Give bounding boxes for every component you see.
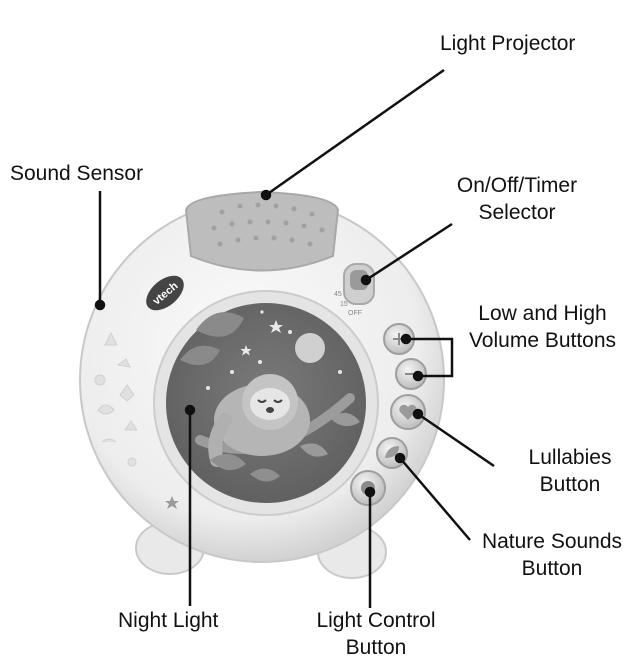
label-night-light: Night Light [118,609,219,632]
heart-icon [399,404,417,420]
lullabies-button[interactable] [390,394,426,430]
sloth-scene [180,310,360,482]
leaf-icon [385,446,399,458]
label-volume-line2: Volume Buttons [468,329,617,352]
label-volume-line1: Low and High [478,302,607,325]
leader-lines [94,68,495,608]
label-timer-selector: On/Off/Timer Selector [452,172,582,226]
shell-relief-decor [94,331,138,467]
label-volume-buttons: Low and High Volume Buttons [460,300,625,354]
leader-volume-buttons [406,337,454,378]
leader-timer-selector [365,222,453,282]
label-lullabies-line2: Button [539,473,601,496]
label-timer-selector-line2: Selector [478,201,556,224]
timer-selector[interactable]: 45 15 OFF [334,263,375,317]
label-light-control-line1: Light Control [316,609,436,632]
timer-mark-45: 45 [334,291,342,298]
label-light-projector: Light Projector [440,32,576,55]
timer-mark-off: OFF [348,310,362,317]
nature-sounds-button[interactable] [376,437,408,469]
leader-light-projector [265,68,445,197]
label-timer-selector-line1: On/Off/Timer [456,174,578,197]
light-projector [184,190,340,272]
label-nature-line1: Nature Sounds [481,530,623,553]
label-sound-sensor: Sound Sensor [10,162,144,185]
label-lullabies-line1: Lullabies [528,446,612,469]
label-nature-sounds: Nature Sounds Button [474,528,630,582]
label-light-control: Light Control Button [306,607,446,661]
timer-mark-15: 15 [340,301,348,308]
shell-star [165,496,179,509]
brand-badge: vtech [146,275,184,311]
label-light-control-line2: Button [345,636,407,659]
leader-lullabies [417,412,495,468]
label-lullabies: Lullabies Button [520,444,620,498]
leader-nature-sounds [399,457,471,541]
label-nature-line2: Button [521,557,583,580]
